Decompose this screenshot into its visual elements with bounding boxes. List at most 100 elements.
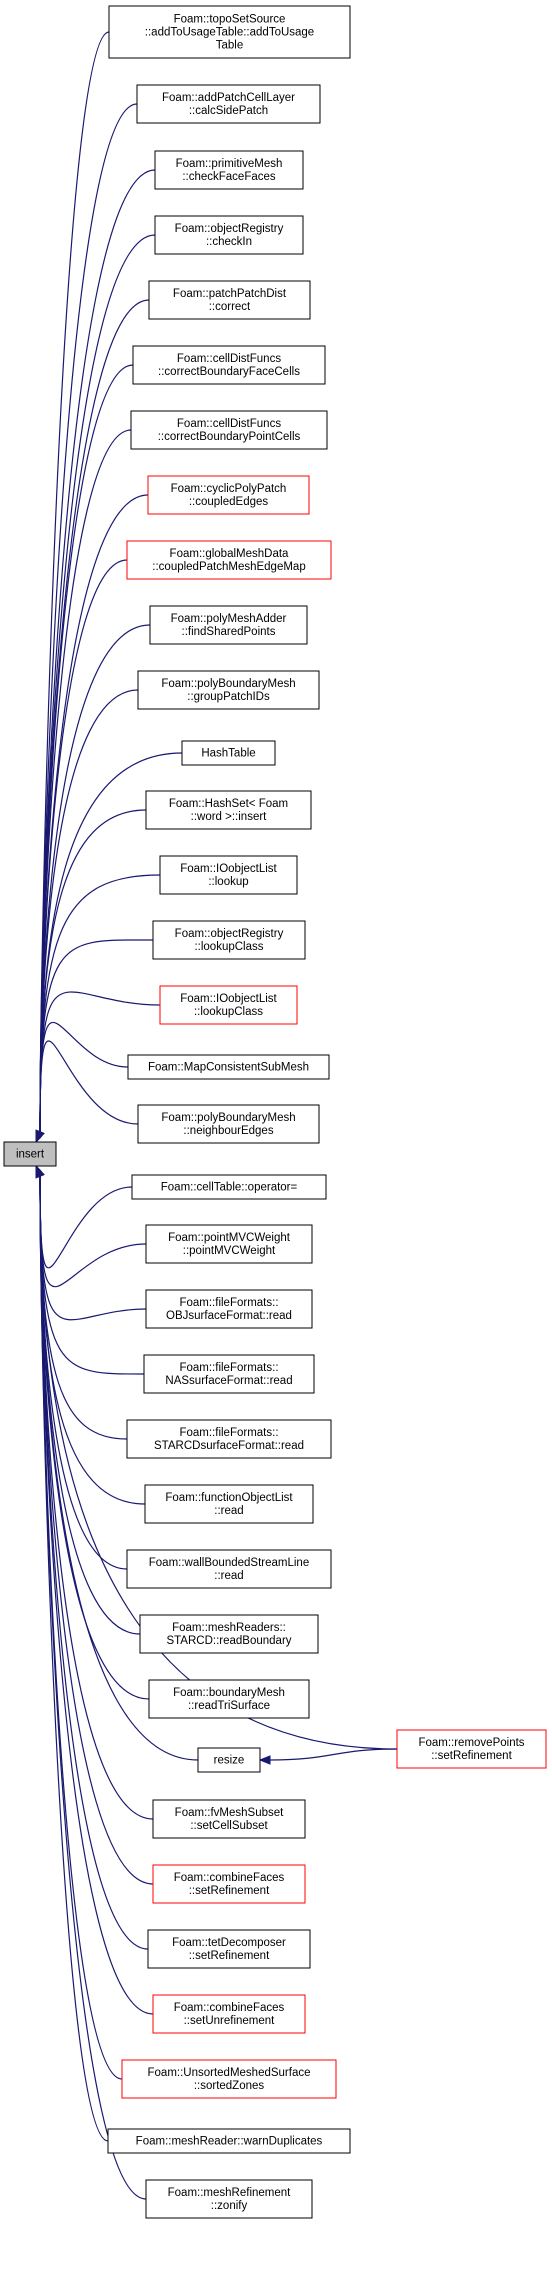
caller-node-n26[interactable]: Foam::boundaryMesh::readTriSurface	[148, 1679, 310, 1719]
node-label-line: ::pointMVCWeight	[183, 1245, 276, 1257]
caller-node-n0[interactable]: Foam::topoSetSource::addToUsageTable::ad…	[108, 5, 351, 59]
node-label-line: ::correct	[209, 301, 251, 313]
node-box	[148, 280, 311, 320]
caller-node-n2[interactable]: Foam::primitiveMesh::checkFaceFaces	[154, 150, 304, 190]
node-label-line: Foam::MapConsistentSubMesh	[148, 1062, 309, 1074]
caller-node-n7[interactable]: Foam::cyclicPolyPatch::coupledEdges	[147, 475, 310, 515]
node-label-line: Foam::addPatchCellLayer	[162, 92, 295, 104]
caller-node-n16[interactable]: Foam::MapConsistentSubMesh	[127, 1054, 330, 1080]
node-label-line: Foam::polyBoundaryMesh	[161, 678, 295, 690]
node-box	[136, 84, 321, 124]
node-box	[139, 1614, 319, 1654]
node-label-line: ::lookup	[208, 876, 248, 888]
node-label-line: STARCDsurfaceFormat::read	[154, 1440, 304, 1452]
caller-node-n3[interactable]: Foam::objectRegistry::checkIn	[154, 215, 304, 255]
caller-node-n31[interactable]: Foam::tetDecomposer::setRefinement	[147, 1929, 311, 1969]
node-box	[147, 1929, 311, 1969]
node-label-line: ::correctBoundaryFaceCells	[158, 366, 300, 378]
node-box	[152, 1864, 306, 1904]
caller-node-n15[interactable]: Foam::IOobjectList::lookupClass	[159, 985, 298, 1025]
caller-node-n6[interactable]: Foam::cellDistFuncs::correctBoundaryPoin…	[130, 410, 328, 450]
caller-node-n9[interactable]: Foam::polyMeshAdder::findSharedPoints	[149, 605, 308, 645]
node-label-line: ::setRefinement	[189, 1885, 270, 1897]
node-label-line: ::calcSidePatch	[189, 105, 268, 117]
caller-node-n21[interactable]: Foam::fileFormats::NASsurfaceFormat::rea…	[143, 1354, 315, 1394]
edge-n14-to-insert	[35, 939, 154, 1144]
node-box	[126, 1419, 332, 1459]
caller-node-n13[interactable]: Foam::IOobjectList::lookup	[159, 855, 298, 895]
caller-node-n12[interactable]: Foam::HashSet< Foam::word >::insert	[145, 790, 312, 830]
node-box	[145, 1224, 313, 1264]
node-box	[149, 605, 308, 645]
node-label-line: Foam::boundaryMesh	[173, 1687, 285, 1699]
node-label-line: Foam::IOobjectList	[180, 863, 277, 875]
caller-node-n30[interactable]: Foam::combineFaces::setRefinement	[152, 1864, 306, 1904]
node-label-line: ::checkIn	[206, 236, 252, 248]
node-label-line: Foam::cellTable::operator=	[161, 1182, 298, 1194]
node-label-line: Foam::IOobjectList	[180, 993, 277, 1005]
focus-node-insert[interactable]: insert	[3, 1141, 57, 1167]
edge-n17-to-insert	[35, 1040, 139, 1144]
caller-node-n33[interactable]: Foam::UnsortedMeshedSurface::sortedZones	[121, 2059, 337, 2099]
caller-node-n29[interactable]: Foam::fvMeshSubset::setCellSubset	[152, 1799, 306, 1839]
node-box	[137, 670, 320, 710]
node-label-line: ::lookupClass	[194, 1006, 263, 1018]
caller-node-n32[interactable]: Foam::combineFaces::setUnrefinement	[152, 1994, 306, 2034]
node-label-line: ::coupledPatchMeshEdgeMap	[152, 561, 305, 573]
graph-edges	[35, 31, 398, 2200]
node-label-line: Foam::topoSetSource	[174, 14, 286, 26]
caller-node-n1[interactable]: Foam::addPatchCellLayer::calcSidePatch	[136, 84, 321, 124]
node-label-line: Foam::wallBoundedStreamLine	[149, 1557, 309, 1569]
node-box	[148, 1679, 310, 1719]
caller-node-n35[interactable]: Foam::meshRefinement::zonify	[145, 2179, 313, 2219]
node-box	[107, 2128, 351, 2154]
node-label-line: Foam::patchPatchDist	[173, 288, 287, 300]
node-label-line: Foam::functionObjectList	[165, 1492, 293, 1504]
node-box	[143, 1354, 315, 1394]
node-box	[152, 920, 306, 960]
node-box	[130, 410, 328, 450]
caller-node-n22[interactable]: Foam::fileFormats::STARCDsurfaceFormat::…	[126, 1419, 332, 1459]
node-label-line: ::setRefinement	[431, 1750, 512, 1762]
node-label-line: ::neighbourEdges	[183, 1125, 273, 1137]
node-label-line: Foam::fvMeshSubset	[175, 1807, 284, 1819]
caller-node-n27[interactable]: resize	[197, 1747, 261, 1773]
edge-n33-to-insert	[35, 1164, 123, 2080]
caller-node-n20[interactable]: Foam::fileFormats::OBJsurfaceFormat::rea…	[145, 1289, 313, 1329]
node-box	[145, 2179, 313, 2219]
node-label-line: ::read	[214, 1570, 243, 1582]
caller-node-n8[interactable]: Foam::globalMeshData::coupledPatchMeshEd…	[126, 540, 332, 580]
edge-n16-to-insert	[35, 1021, 129, 1144]
caller-node-n11[interactable]: HashTable	[181, 740, 276, 766]
caller-node-n28[interactable]: Foam::removePoints::setRefinement	[396, 1729, 547, 1769]
graph-nodes: insert Foam::topoSetSource::addToUsageTab…	[3, 5, 547, 2219]
node-box	[127, 1054, 330, 1080]
node-label-line: Foam::cellDistFuncs	[177, 353, 281, 365]
node-label-line: Foam::cyclicPolyPatch	[171, 483, 287, 495]
node-box	[197, 1747, 261, 1773]
caller-node-n10[interactable]: Foam::polyBoundaryMesh::groupPatchIDs	[137, 670, 320, 710]
node-label-line: ::checkFaceFaces	[182, 171, 276, 183]
caller-node-n25[interactable]: Foam::meshReaders::STARCD::readBoundary	[139, 1614, 319, 1654]
node-label-line: ::lookupClass	[194, 941, 263, 953]
node-label-line: insert	[16, 1149, 45, 1161]
caller-node-n5[interactable]: Foam::cellDistFuncs::correctBoundaryFace…	[132, 345, 326, 385]
node-box	[147, 475, 310, 515]
node-label-line: Foam::meshReaders::	[172, 1622, 286, 1634]
node-box	[181, 740, 276, 766]
caller-node-n34[interactable]: Foam::meshReader::warnDuplicates	[107, 2128, 351, 2154]
node-label-line: ::setRefinement	[189, 1950, 270, 1962]
node-label-line: Foam::objectRegistry	[175, 928, 284, 940]
caller-node-n24[interactable]: Foam::wallBoundedStreamLine::read	[126, 1549, 332, 1589]
node-box	[159, 855, 298, 895]
caller-node-n23[interactable]: Foam::functionObjectList::read	[144, 1484, 314, 1524]
edge-n30-to-insert	[35, 1164, 154, 1885]
caller-node-n18[interactable]: Foam::cellTable::operator=	[131, 1174, 327, 1200]
node-label-line: OBJsurfaceFormat::read	[166, 1310, 292, 1322]
node-box	[131, 1174, 327, 1200]
caller-node-n4[interactable]: Foam::patchPatchDist::correct	[148, 280, 311, 320]
caller-node-n19[interactable]: Foam::pointMVCWeight::pointMVCWeight	[145, 1224, 313, 1264]
caller-node-n14[interactable]: Foam::objectRegistry::lookupClass	[152, 920, 306, 960]
caller-node-n17[interactable]: Foam::polyBoundaryMesh::neighbourEdges	[137, 1104, 320, 1144]
